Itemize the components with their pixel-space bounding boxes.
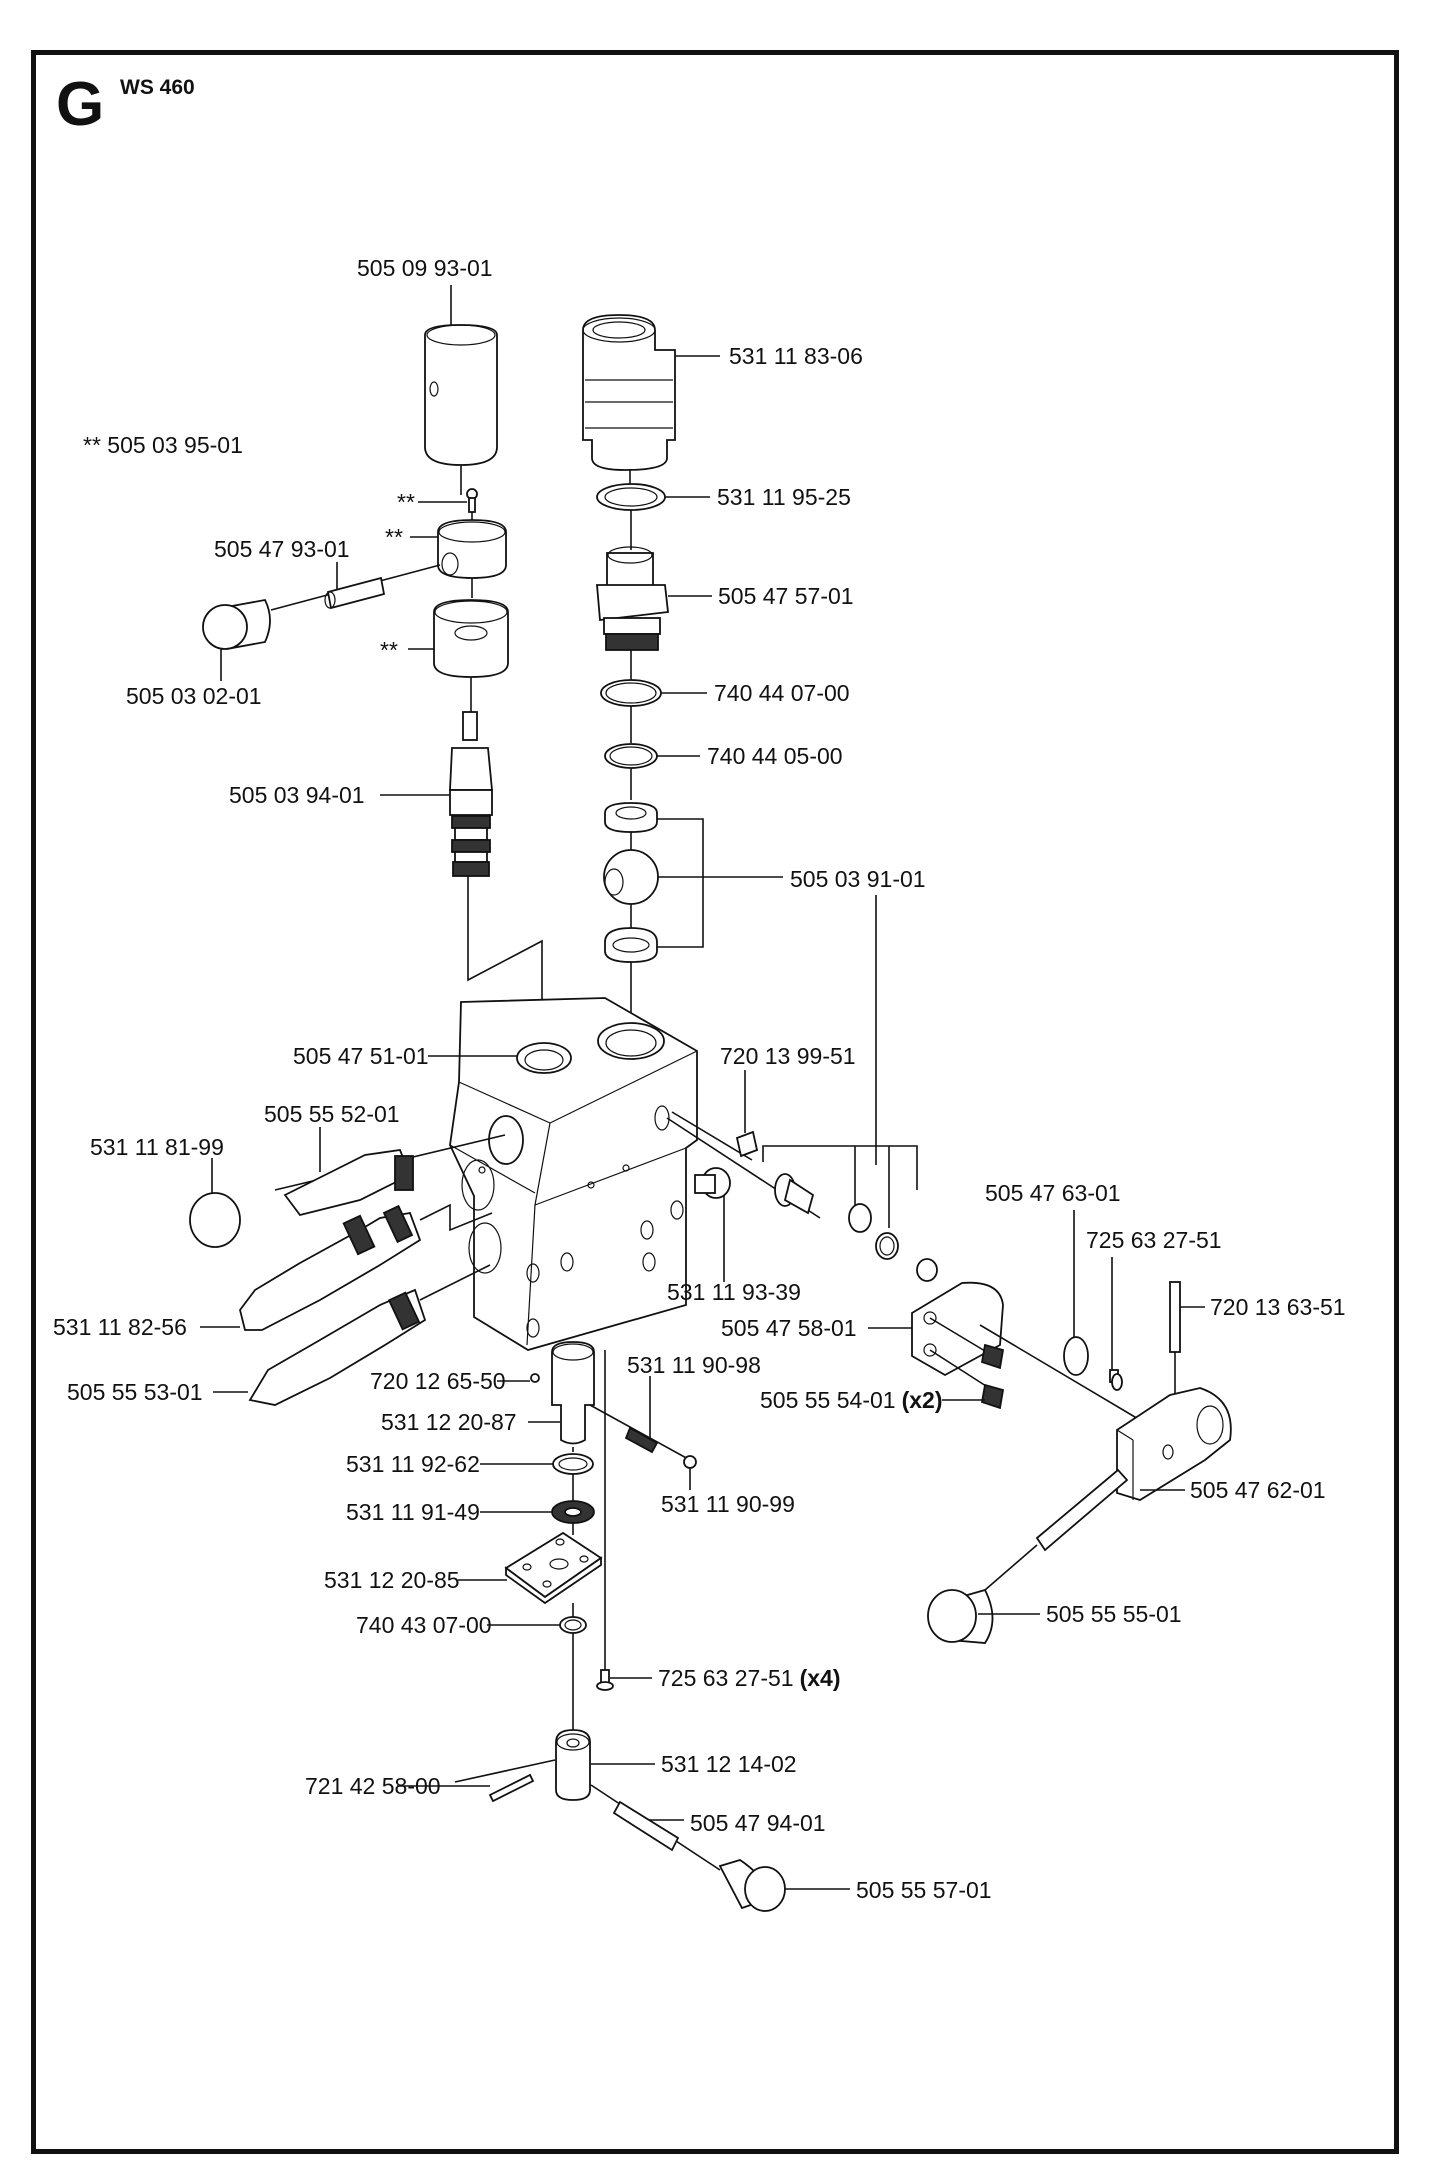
part-label[interactable]: 505 09 93-01 [357,255,493,281]
spring-and-ball [589,1376,697,1490]
kit-marker: ** [380,637,398,663]
valve-block-505-47-51-01 [428,997,698,1351]
kit-marker: ** [397,489,415,515]
part-label[interactable]: 505 55 53-01 [67,1379,203,1405]
knob-505-03-02-01 [202,598,271,681]
part-number: 505 55 54-01 [760,1387,896,1413]
part-label[interactable]: 531 11 90-99 [661,1491,795,1517]
ball-valve-505-03-91-01 [603,802,918,1228]
seal-531-11-92-62 [480,1453,594,1502]
cartridge-531-11-82-56 [200,1203,493,1331]
part-label[interactable]: 531 11 93-39 [667,1279,801,1305]
part-label[interactable]: 505 47 62-01 [1190,1477,1326,1503]
quantity: (x4) [800,1665,841,1691]
part-label[interactable]: 505 03 91-01 [790,866,926,892]
part-label[interactable]: 505 03 94-01 [229,782,365,808]
cartridge-505-55-52-01 [274,1127,506,1217]
part-label[interactable]: 531 11 95-25 [717,484,851,510]
plug-531-11-93-39 [694,1167,731,1282]
pin-720-13-99-51 [671,1070,759,1161]
pin-720-13-63-51 [1169,1281,1205,1395]
part-label[interactable]: 531 11 92-62 [346,1451,480,1477]
part-label[interactable]: 740 44 05-00 [707,743,843,769]
diagram-frame [31,50,1399,2154]
part-label[interactable]: 740 43 07-00 [356,1612,492,1638]
pin-721-42-58-00 [397,1759,556,1803]
screw-kit [418,488,478,522]
oring-740-44-05-00 [604,743,700,800]
knob-505-55-57-01 [718,1859,850,1912]
part-number: 725 63 27-51 [658,1665,794,1691]
pin-505-47-93-01 [270,562,441,611]
part-label[interactable]: 505 47 57-01 [718,583,854,609]
part-label[interactable]: 721 42 58-00 [305,1773,441,1799]
part-label[interactable]: 531 11 82-56 [53,1314,187,1340]
cover-505-47-58-01 [868,1281,1004,1377]
rod-505-47-94-01 [590,1784,721,1871]
kit-note-label[interactable]: ** 505 03 95-01 [83,432,243,458]
screws-505-55-54-01-x2 [929,1317,1005,1410]
oring-740-44-07-00 [600,679,707,743]
rod-and-knob-right [927,1468,1129,1644]
model-name: WS 460 [120,76,195,99]
part-label[interactable]: 531 11 90-98 [627,1352,761,1378]
part-label[interactable]: 505 47 63-01 [985,1180,1121,1206]
part-label[interactable]: 505 03 02-01 [126,683,262,709]
part-label[interactable]: 720 12 65-50 [370,1368,506,1394]
part-label[interactable]: 720 13 63-51 [1210,1294,1346,1320]
part-label[interactable]: 505 47 93-01 [214,536,350,562]
washer-505-47-63-01 [979,1210,1141,1421]
part-label[interactable]: 725 63 27-51(x4) [658,1665,840,1691]
coupling-531-11-83-06 [582,314,720,485]
part-label[interactable]: 505 55 54-01(x2) [760,1387,942,1413]
screw-725-63-27-51-x4 [596,1350,652,1691]
nipple-505-47-57-01 [596,546,712,680]
part-label[interactable]: 505 47 58-01 [721,1315,857,1341]
lever-arm-505-47-62-01 [1116,1387,1232,1501]
part-label[interactable]: 505 55 57-01 [856,1877,992,1903]
cap-531-11-81-99 [189,1158,241,1248]
valve-505-03-94-01 [380,711,543,1062]
knob-hub-kit [410,519,507,598]
part-label[interactable]: 505 55 55-01 [1046,1601,1182,1627]
washer-531-11-91-49 [480,1500,595,1535]
part-label[interactable]: 505 47 51-01 [293,1043,429,1069]
seal-531-11-95-25 [596,483,710,550]
part-label[interactable]: 740 44 07-00 [714,680,850,706]
cartridge-505-55-53-01 [213,1264,491,1406]
part-label[interactable]: 725 63 27-51 [1086,1227,1222,1253]
cap-505-09-93-01 [424,285,498,495]
knob-base-kit [408,599,509,712]
section-letter: G [56,70,105,139]
part-label[interactable]: 531 12 20-87 [381,1409,517,1435]
screw-725-63-27-51 [1109,1257,1123,1391]
part-label[interactable]: 531 12 20-85 [324,1567,460,1593]
part-label[interactable]: 531 11 81-99 [90,1134,224,1160]
hub-531-12-14-02 [555,1729,655,1801]
part-label[interactable]: 505 47 94-01 [690,1810,826,1836]
spindle-and-seals [666,1117,938,1282]
oring-740-43-07-00 [487,1616,587,1733]
spool-531-12-20-87 [497,1341,595,1452]
quantity: (x2) [902,1387,943,1413]
plate-531-12-20-85 [458,1531,603,1617]
part-labels: 505 09 93-01 531 11 83-06 ** 505 03 95-0… [53,255,1346,1903]
part-label[interactable]: 531 11 83-06 [729,343,863,369]
part-label[interactable]: 720 13 99-51 [720,1043,856,1069]
part-label[interactable]: 531 11 91-49 [346,1499,480,1525]
part-label[interactable]: 531 12 14-02 [661,1751,797,1777]
part-label[interactable]: 505 55 52-01 [264,1101,400,1127]
kit-marker: ** [385,524,403,550]
